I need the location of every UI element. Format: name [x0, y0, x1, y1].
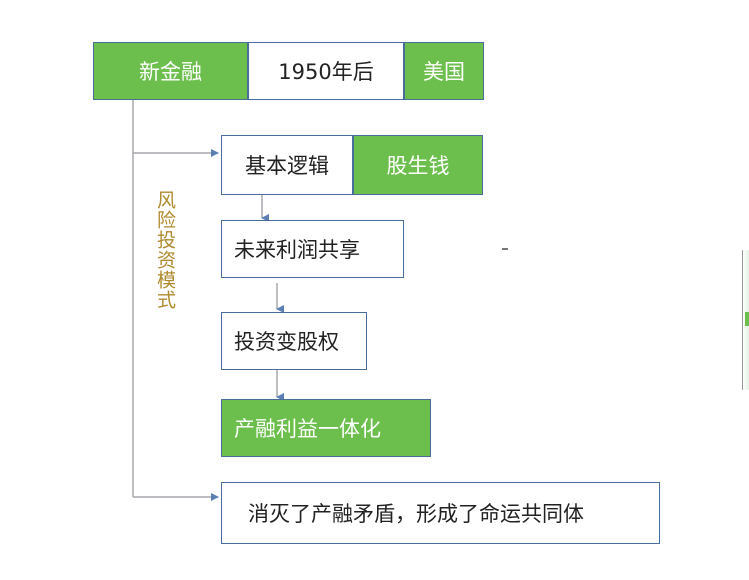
step-label-2: 投资变股权 — [234, 330, 339, 354]
side-label: 风险投资模式 — [154, 190, 176, 310]
logic-label-box: 基本逻辑 — [221, 135, 353, 195]
header-field-label: 新金融 — [139, 60, 202, 84]
conclusion-box: 消灭了产融矛盾，形成了命运共同体 — [221, 482, 660, 544]
step-label-1: 未来利润共享 — [234, 238, 360, 262]
header-region-box: 美国 — [404, 42, 484, 100]
header-period-label: 1950年后 — [278, 60, 374, 84]
step-box-3: 产融利益一体化 — [221, 399, 431, 457]
logic-label: 基本逻辑 — [245, 154, 329, 178]
header-region-label: 美国 — [423, 60, 465, 84]
step-label-3: 产融利益一体化 — [234, 417, 381, 441]
step-box-1: 未来利润共享 — [221, 220, 404, 278]
header-field-box: 新金融 — [93, 42, 248, 100]
header-period-box: 1950年后 — [248, 42, 404, 100]
logic-value-box: 股生钱 — [353, 135, 483, 195]
adjacent-slide-green-mark — [745, 312, 749, 326]
step-box-2: 投资变股权 — [221, 312, 367, 370]
logic-value: 股生钱 — [386, 154, 450, 178]
stray-dash-mark — [502, 248, 508, 250]
conclusion-label: 消灭了产融矛盾，形成了命运共同体 — [248, 502, 584, 526]
